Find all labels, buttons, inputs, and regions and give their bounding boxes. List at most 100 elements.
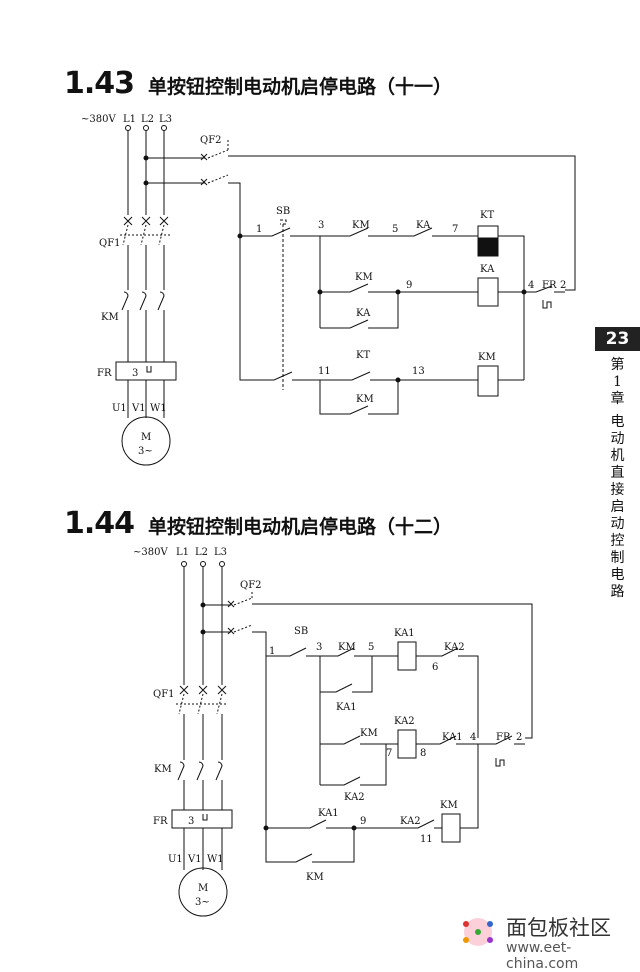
d1-qf1-cross	[123, 216, 169, 226]
d1-qf1-label: QF1	[99, 238, 121, 249]
d1-phase-lines-mid	[127, 245, 165, 290]
d1-kt-contact-label: KT	[356, 350, 370, 361]
d1-km-hold-label: KM	[356, 394, 374, 405]
chapter-sidebar: 23 第1章 电动机直接启动控制电路	[595, 327, 640, 601]
d2-l2-label: L2	[195, 547, 208, 558]
d1-ka-no-label: KA	[356, 308, 371, 319]
d1-qf1-contacts	[120, 224, 170, 246]
d2-qf2-contacts	[233, 590, 253, 633]
d1-fr-thermal-icon	[542, 300, 552, 309]
d2-qf1-cross	[179, 685, 227, 695]
d1-kt-coil	[477, 225, 499, 257]
d1-v1-label: V1	[131, 403, 146, 414]
d2-km-branch	[266, 744, 479, 829]
d1-control-taps	[146, 157, 205, 184]
d1-km-coil-label: KM	[478, 352, 496, 363]
d2-l1-label: L1	[176, 547, 189, 558]
d1-node-2: 2	[560, 280, 566, 291]
d2-phase-lines-top	[183, 567, 223, 685]
d1-sb-lower	[239, 236, 320, 381]
section-1-heading: 1.43 单按钮控制电动机启停电路（十一）	[64, 66, 452, 101]
d2-km-main-contacts	[177, 761, 223, 781]
d1-supply-label: ~380V	[81, 114, 116, 125]
d2-node-9: 9	[360, 816, 366, 827]
d2-ka1-nc-label: KA1	[442, 732, 463, 743]
d2-ka1-coil-label: KA1	[394, 628, 415, 639]
d1-node-13: 13	[412, 366, 425, 377]
chapter-label: 第1章	[610, 357, 625, 407]
d2-v1-label: V1	[187, 854, 202, 865]
d2-motor	[178, 867, 228, 917]
chapter-title: 电动机直接启动控制电路	[610, 414, 625, 600]
d1-node-4: 4	[528, 280, 534, 291]
diagram-2: ~380V L1 L2 L3 QF2 QF1 KM FR 3 U1 V1 W1 …	[133, 547, 533, 917]
d2-ka1-branch	[372, 647, 479, 738]
d1-km-hold	[319, 380, 399, 415]
d1-fr-block	[115, 361, 177, 381]
d1-l3-label: L3	[159, 114, 172, 125]
d1-tap-dot-2	[143, 180, 149, 186]
d1-sb-upper	[240, 227, 320, 237]
d1-u1-label: U1	[112, 403, 127, 414]
d2-fr-contact	[478, 735, 525, 745]
watermark: 面包板社区 www.eet-china.com	[458, 912, 638, 972]
d2-fr-thermal-icon	[495, 758, 505, 767]
d2-fr-label: FR	[153, 816, 168, 827]
d2-km-nc	[320, 647, 372, 657]
d2-node-dot-a	[263, 825, 269, 831]
d1-right-bus	[498, 235, 525, 380]
d2-tap-dot-1	[200, 602, 206, 608]
d1-node-1: 1	[256, 224, 262, 235]
d2-ka1-hold-label: KA1	[336, 702, 357, 713]
d1-node-dot-a	[317, 289, 323, 295]
d2-node-5: 5	[368, 642, 374, 653]
d2-l2-terminal	[200, 561, 206, 567]
d1-sb-label: SB	[276, 206, 290, 217]
d1-sb-link	[280, 219, 287, 390]
d2-u1-label: U1	[168, 854, 183, 865]
section-1-title: 单按钮控制电动机启停电路（十一）	[148, 76, 453, 98]
d2-node-8: 8	[420, 748, 426, 759]
d2-km-coil-label: KM	[440, 800, 458, 811]
d1-km-no-label: KM	[355, 272, 373, 283]
d2-node-7: 7	[386, 748, 392, 759]
d2-ka1-no-label: KA1	[318, 808, 339, 819]
d2-fr-block	[171, 809, 233, 829]
section-1-number: 1.43	[64, 66, 135, 101]
watermark-logo-icon	[463, 918, 493, 946]
d2-qf2-label: QF2	[240, 580, 262, 591]
d1-km-nc-label: KM	[352, 220, 370, 231]
d1-km-coil	[477, 365, 499, 397]
d2-ka2-coil-label: KA2	[394, 716, 415, 727]
d1-l1-terminal	[125, 125, 131, 131]
d2-ka2-hold	[320, 744, 387, 786]
watermark-text-cn: 面包板社区	[506, 916, 611, 940]
d1-branch-ka	[319, 236, 478, 328]
section-2-number: 1.44	[64, 506, 135, 541]
d2-ka2-no-label: KA2	[400, 816, 421, 827]
d1-fr-label: FR	[97, 368, 112, 379]
d2-node-11: 11	[420, 834, 433, 845]
d2-l1-terminal	[181, 561, 187, 567]
d1-ka-coil	[477, 277, 499, 307]
d2-phase-lines-low	[183, 780, 223, 810]
d2-qf2-cross	[227, 600, 235, 635]
d1-w1-label: W1	[150, 403, 167, 414]
d2-ka1-coil	[397, 641, 417, 671]
d2-control-taps	[203, 604, 231, 633]
d1-fr-contact	[498, 285, 565, 293]
d1-ka-hold	[320, 292, 399, 329]
d2-node-3: 3	[316, 642, 322, 653]
d1-node-9: 9	[406, 280, 412, 291]
d2-ka2-nc-label: KA2	[444, 642, 465, 653]
d2-l3-label: L3	[214, 547, 227, 558]
d1-phase-lines-top	[127, 131, 165, 215]
d1-branch-kt	[320, 227, 478, 237]
d2-qf1-contacts	[176, 693, 228, 715]
d2-ka2-coil	[397, 729, 417, 759]
d1-node-dot-4	[521, 289, 527, 295]
d2-sb-contact	[266, 647, 320, 657]
d1-node-11: 11	[318, 366, 331, 377]
